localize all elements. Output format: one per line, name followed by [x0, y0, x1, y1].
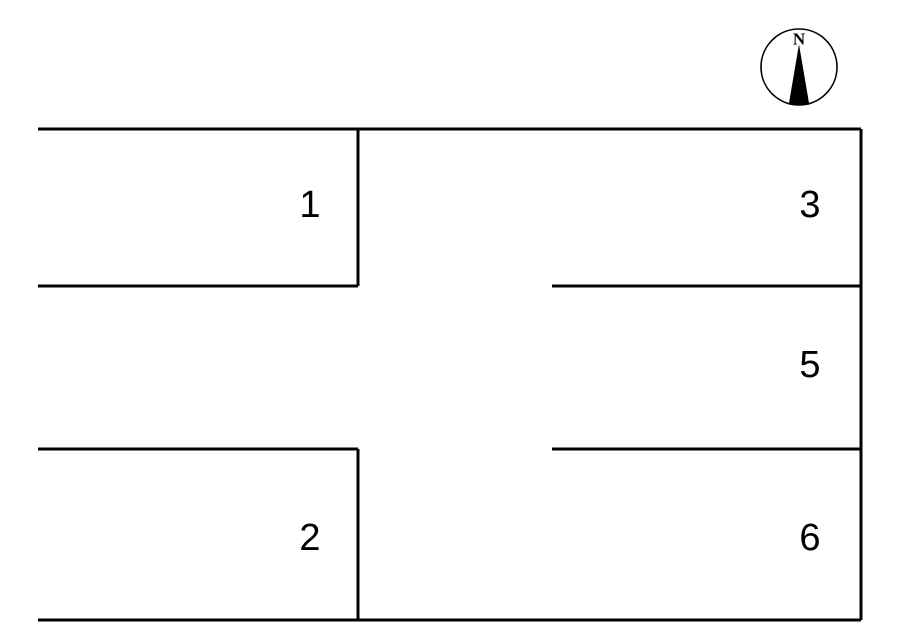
walls-group: [38, 127, 863, 622]
room-2-label: 2: [299, 517, 321, 559]
compass-rose: N: [760, 28, 838, 106]
compass-north-label: N: [793, 29, 806, 48]
room-6-label: 6: [799, 517, 821, 559]
north-needle-icon: [788, 44, 810, 105]
room-5-label: 5: [799, 344, 821, 386]
room-3-label: 3: [799, 184, 821, 226]
room-1-label: 1: [299, 184, 321, 226]
